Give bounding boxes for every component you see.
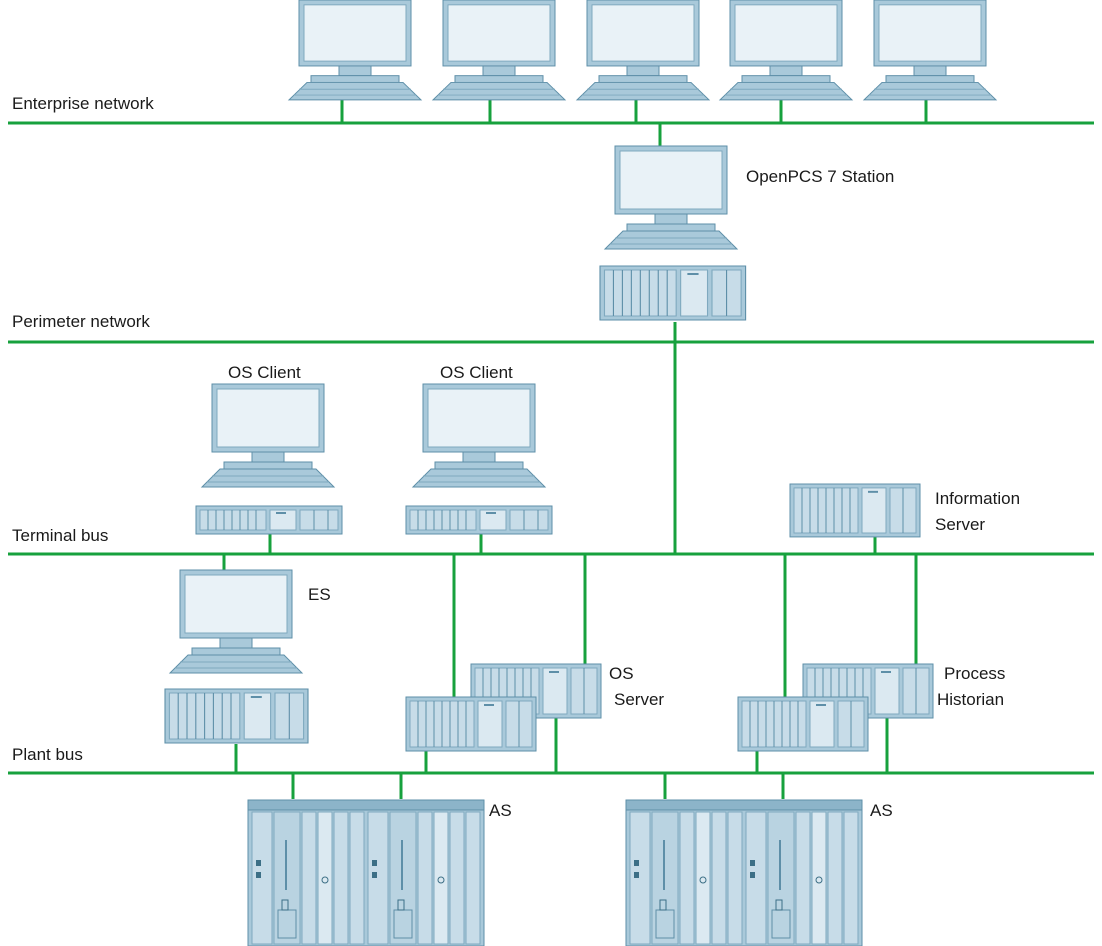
- automation-system-2: [625, 799, 863, 946]
- process-historian: [737, 663, 934, 752]
- enterprise-network-label: Enterprise network: [12, 94, 154, 113]
- os-server-label-line1: OS: [609, 664, 634, 683]
- os-server-label-line2: Server: [614, 690, 664, 709]
- automation-system-1: [247, 799, 485, 946]
- information-server-label-line1: Information: [935, 489, 1020, 508]
- process-historian-label-line2: Historian: [937, 690, 1004, 709]
- os-client-1-label: OS Client: [228, 363, 301, 382]
- openpcs-station-label: OpenPCS 7 Station: [746, 167, 894, 186]
- enterprise-pc-4: [719, 0, 853, 101]
- enterprise-pc-1: [288, 0, 422, 101]
- information-server-label-line2: Server: [935, 515, 985, 534]
- os-client-2: [405, 383, 553, 535]
- openpcs-station: [598, 145, 747, 322]
- os-client-1: [195, 383, 343, 535]
- enterprise-pc-2: [432, 0, 566, 101]
- as-2-label: AS: [870, 801, 893, 820]
- as-1-label: AS: [489, 801, 512, 820]
- terminal-bus-label: Terminal bus: [12, 526, 108, 545]
- enterprise-pc-3: [576, 0, 710, 101]
- engineering-station: [163, 569, 310, 745]
- os-server: [405, 663, 602, 752]
- perimeter-network-label: Perimeter network: [12, 312, 150, 331]
- enterprise-pc-5: [863, 0, 997, 101]
- network-connectors: [222, 100, 928, 799]
- process-historian-label-line1: Process: [944, 664, 1005, 683]
- es-label: ES: [308, 585, 331, 604]
- information-server: [789, 483, 921, 538]
- plant-bus-label: Plant bus: [12, 745, 83, 764]
- os-client-2-label: OS Client: [440, 363, 513, 382]
